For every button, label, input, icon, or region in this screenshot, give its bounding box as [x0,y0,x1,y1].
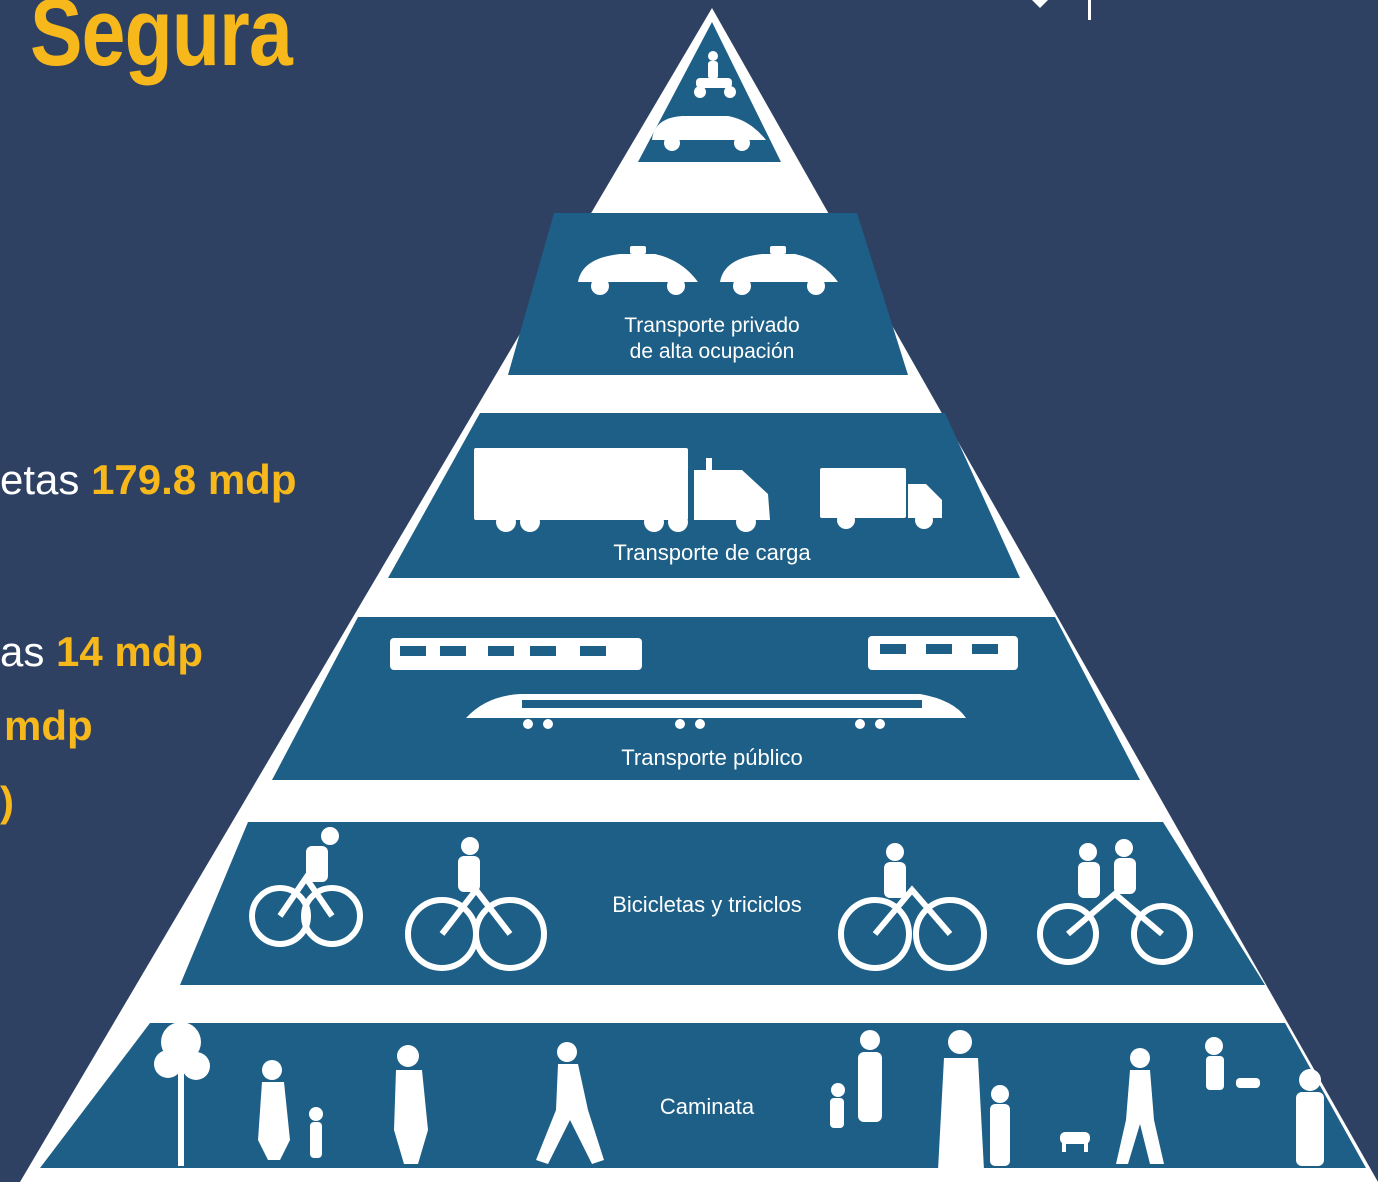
box-truck-icon [820,468,942,529]
level-label-cargo: Transporte de carga [613,540,811,565]
level-label-private-1: Transporte privado [624,314,799,337]
cyclist-icon [249,872,1193,971]
motorcycle-icon [694,51,736,98]
pyramid-level-bicycles: Bicicletas y triciclos [180,822,1265,985]
budget-line-3: mdp [4,702,93,749]
pyramid-outline [20,8,1378,1182]
logo [1000,0,1378,29]
pyramid-level-cargo: Transporte de carga [388,413,1020,578]
pyramid-level-private-transport: Transporte privado de alta ocupación [508,213,908,375]
level-label-private-2: de alta ocupación [630,340,795,363]
car-icon [652,116,766,151]
page-title: Segura [30,0,293,86]
shield-icon [1032,0,1048,8]
tree-icon [154,1022,210,1166]
semi-truck-icon [474,448,770,532]
budget-line-2: as 14 mdp [0,628,204,675]
level-label-public: Transporte público [621,745,802,770]
budget-line-4: ) [0,778,14,825]
budget-line-bicycles: etas 179.8 mdp [0,456,297,503]
pyramid-level-public: Transporte público [272,617,1140,780]
taxi-icon [578,246,698,295]
pyramid-level-motor [638,22,781,162]
pedestrian-icon [258,1030,1324,1170]
level-label-walking: Caminata [660,1094,755,1119]
pyramid-level-walking: Caminata [40,1022,1366,1170]
level-label-bicycles: Bicicletas y triciclos [612,892,801,917]
taxi-icon [720,246,838,295]
dog-icon [1060,1078,1260,1152]
